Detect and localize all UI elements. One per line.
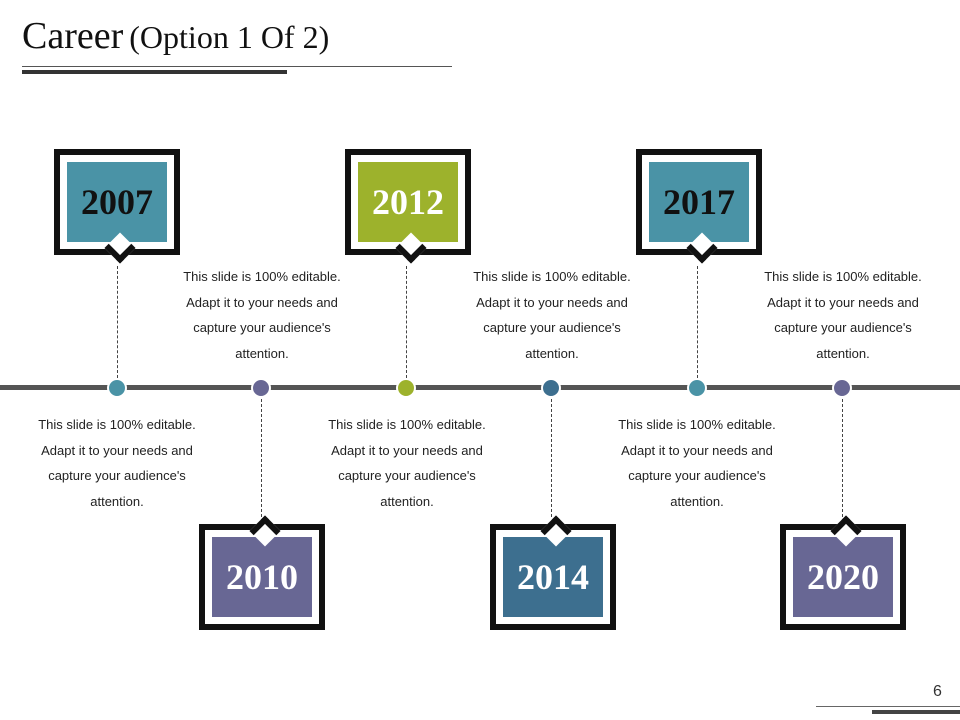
connector-2010: [261, 399, 262, 517]
title-underline-thin: [22, 66, 452, 67]
timeline-dot-2017: [687, 378, 707, 398]
milestone-text-2020: This slide is 100% editable. Adapt it to…: [764, 269, 922, 361]
year-label-2017: 2017: [649, 162, 749, 242]
connector-2017: [697, 266, 698, 378]
year-label-2020: 2020: [793, 537, 893, 617]
connector-2007: [117, 266, 118, 378]
milestone-text-2012: This slide is 100% editable. Adapt it to…: [328, 417, 486, 509]
connector-2020: [842, 399, 843, 517]
slide-number: 6: [933, 683, 942, 700]
timeline-dot-2012: [396, 378, 416, 398]
slide-title: Career(Option 1 Of 2): [22, 14, 329, 58]
milestone-text-2014: This slide is 100% editable. Adapt it to…: [473, 269, 631, 361]
milestone-text-2017: This slide is 100% editable. Adapt it to…: [618, 417, 776, 509]
title-sub: (Option 1 Of 2): [129, 19, 330, 55]
milestone-text-2010: This slide is 100% editable. Adapt it to…: [183, 269, 341, 361]
title-underline-thick: [22, 70, 287, 74]
timeline-dot-2007: [107, 378, 127, 398]
timeline-axis: [0, 385, 960, 390]
connector-2014: [551, 399, 552, 517]
year-label-2007: 2007: [67, 162, 167, 242]
year-label-2014: 2014: [503, 537, 603, 617]
milestone-box-2017: 2017: [636, 149, 762, 264]
timeline-dot-2020: [832, 378, 852, 398]
year-label-2012: 2012: [358, 162, 458, 242]
milestone-text-2007: This slide is 100% editable. Adapt it to…: [38, 417, 196, 509]
milestone-box-2014: 2014: [490, 515, 616, 630]
milestone-box-2020: 2020: [780, 515, 906, 630]
year-label-2010: 2010: [212, 537, 312, 617]
timeline-dot-2014: [541, 378, 561, 398]
milestone-box-2007: 2007: [54, 149, 180, 264]
title-main: Career: [22, 15, 124, 57]
footer-line-thick: [872, 710, 960, 714]
connector-2012: [406, 266, 407, 378]
footer-line-thin: [816, 706, 960, 707]
timeline-dot-2010: [251, 378, 271, 398]
milestone-box-2012: 2012: [345, 149, 471, 264]
milestone-box-2010: 2010: [199, 515, 325, 630]
